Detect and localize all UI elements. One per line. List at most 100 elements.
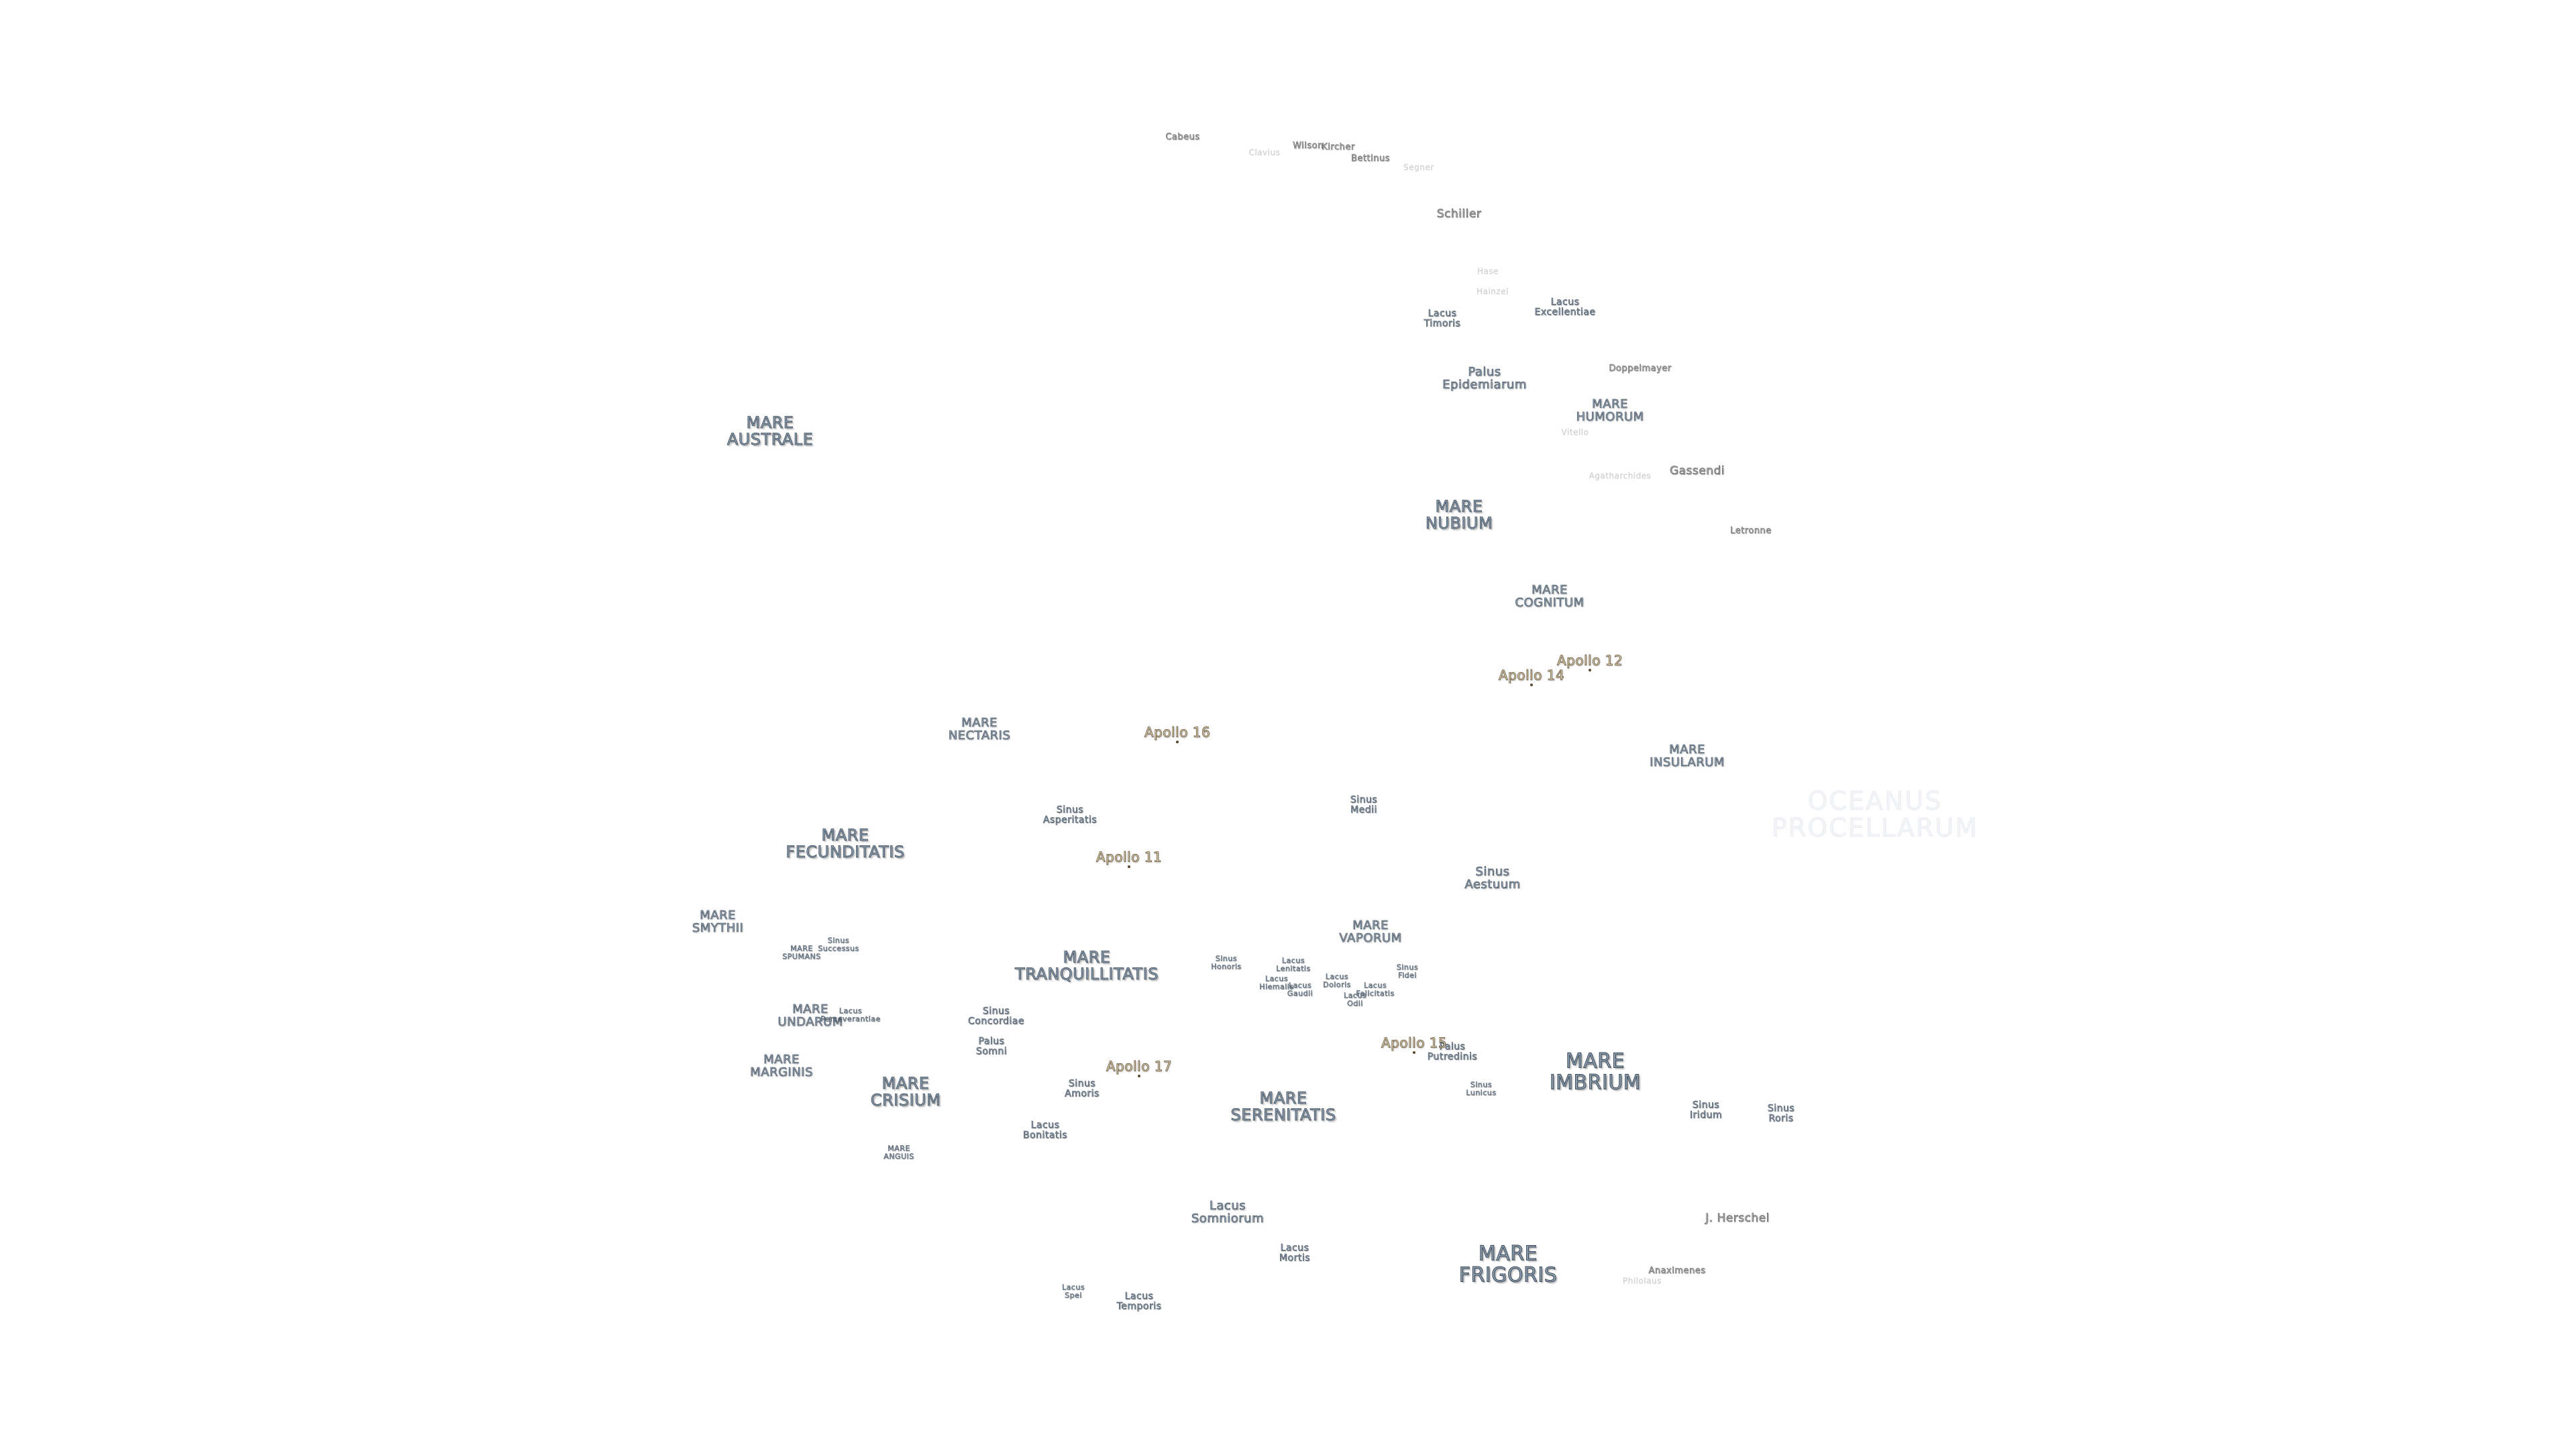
- label-line: FECUNDITATIS: [786, 843, 905, 861]
- label-line: Hiemalis: [1259, 982, 1294, 991]
- label-line: Sinus: [1470, 1080, 1493, 1089]
- label-line: Palus: [1439, 1041, 1466, 1053]
- label-line: Sinus: [1068, 1078, 1096, 1089]
- label-line: Somniorum: [1191, 1212, 1265, 1226]
- label-crater-gassendi: Gassendi: [1669, 464, 1725, 478]
- label-line: NUBIUM: [1425, 514, 1493, 533]
- label-line: Anaximenes: [1648, 1266, 1706, 1277]
- label-line: PROCELLARUM: [1772, 813, 1978, 843]
- label-line: Odii: [1347, 999, 1363, 1008]
- label-line: Lacus: [1265, 974, 1289, 983]
- label-line: Sinus: [982, 1006, 1010, 1017]
- label-line: Lacus: [1124, 1291, 1154, 1302]
- label-crater-schiller: Schiller: [1436, 208, 1482, 221]
- label-line: FRIGORIS: [1458, 1263, 1558, 1287]
- label-line: Somni: [975, 1046, 1008, 1057]
- label-line: Clavius: [1248, 148, 1281, 158]
- label-line: Sinus: [1056, 804, 1084, 816]
- label-line: MARE: [1532, 583, 1568, 598]
- label-line: TRANQUILLITATIS: [1015, 965, 1159, 983]
- label-line: INSULARUM: [1650, 755, 1725, 769]
- label-crater-kircher: Kircher: [1322, 143, 1354, 152]
- label-line: Agatharchides: [1589, 471, 1652, 481]
- label-line: MARGINIS: [750, 1065, 813, 1079]
- label-line: Segner: [1403, 162, 1434, 172]
- label-crater-segner: Segner: [1403, 164, 1434, 172]
- label-line: Philolaus: [1623, 1276, 1662, 1286]
- label-crater-wilson: Wilson: [1293, 142, 1324, 151]
- landing-site-marker-icon: [1589, 669, 1591, 672]
- label-line: NECTARIS: [948, 729, 1011, 743]
- label-line: Lunicus: [1466, 1088, 1497, 1097]
- label-line: MARE: [1478, 1242, 1538, 1266]
- label-line: MARE: [1669, 743, 1705, 757]
- label-crater-vitello: Vitello: [1561, 427, 1589, 437]
- label-line: Amoris: [1065, 1088, 1099, 1099]
- label-line: Sinus: [1767, 1103, 1795, 1114]
- label-line: Gaudii: [1287, 989, 1313, 998]
- label-line: Lacus: [1428, 308, 1457, 319]
- label-line: Lacus: [1281, 956, 1305, 965]
- label-line: Lacus: [1061, 1283, 1085, 1292]
- label-line: Cabeus: [1165, 132, 1200, 143]
- landing-site-apollo-15: Apollo 15: [1381, 1034, 1448, 1051]
- label-line: Sinus: [1692, 1099, 1720, 1111]
- label-line: Timoris: [1424, 318, 1461, 329]
- label-line: Gassendi: [1669, 464, 1725, 478]
- landing-site-marker-icon: [1128, 865, 1130, 868]
- label-line: Sinus: [827, 936, 850, 945]
- label-line: Kircher: [1322, 142, 1355, 153]
- label-line: Sinus: [1215, 954, 1238, 963]
- landing-site-marker-icon: [1413, 1051, 1415, 1054]
- label-line: MARE: [1435, 496, 1483, 516]
- label-line: Vitello: [1561, 427, 1589, 437]
- label-line: COGNITUM: [1515, 596, 1585, 610]
- label-line: MARE: [1592, 397, 1628, 412]
- landing-site-apollo-17: Apollo 17: [1106, 1058, 1173, 1075]
- label-line: MARE: [700, 908, 736, 923]
- label-line: Felicitatis: [1356, 989, 1395, 998]
- label-line: AUSTRALE: [727, 430, 814, 449]
- label-line: Doppelmayer: [1609, 364, 1672, 374]
- label-line: Bettinus: [1351, 154, 1390, 164]
- label-line: MARE: [790, 944, 813, 953]
- label-crater-cabeus: Cabeus: [1165, 133, 1199, 142]
- label-line: MARE: [1063, 947, 1111, 967]
- label-line: SPUMANS: [782, 952, 821, 961]
- label-line: Hainzel: [1477, 286, 1509, 297]
- label-line: MARE: [746, 413, 794, 432]
- label-line: Lenitatis: [1276, 964, 1311, 973]
- label-line: Sinus: [1396, 963, 1419, 972]
- landing-site-marker-icon: [1138, 1075, 1140, 1077]
- label-line: UNDARUM: [777, 1015, 843, 1029]
